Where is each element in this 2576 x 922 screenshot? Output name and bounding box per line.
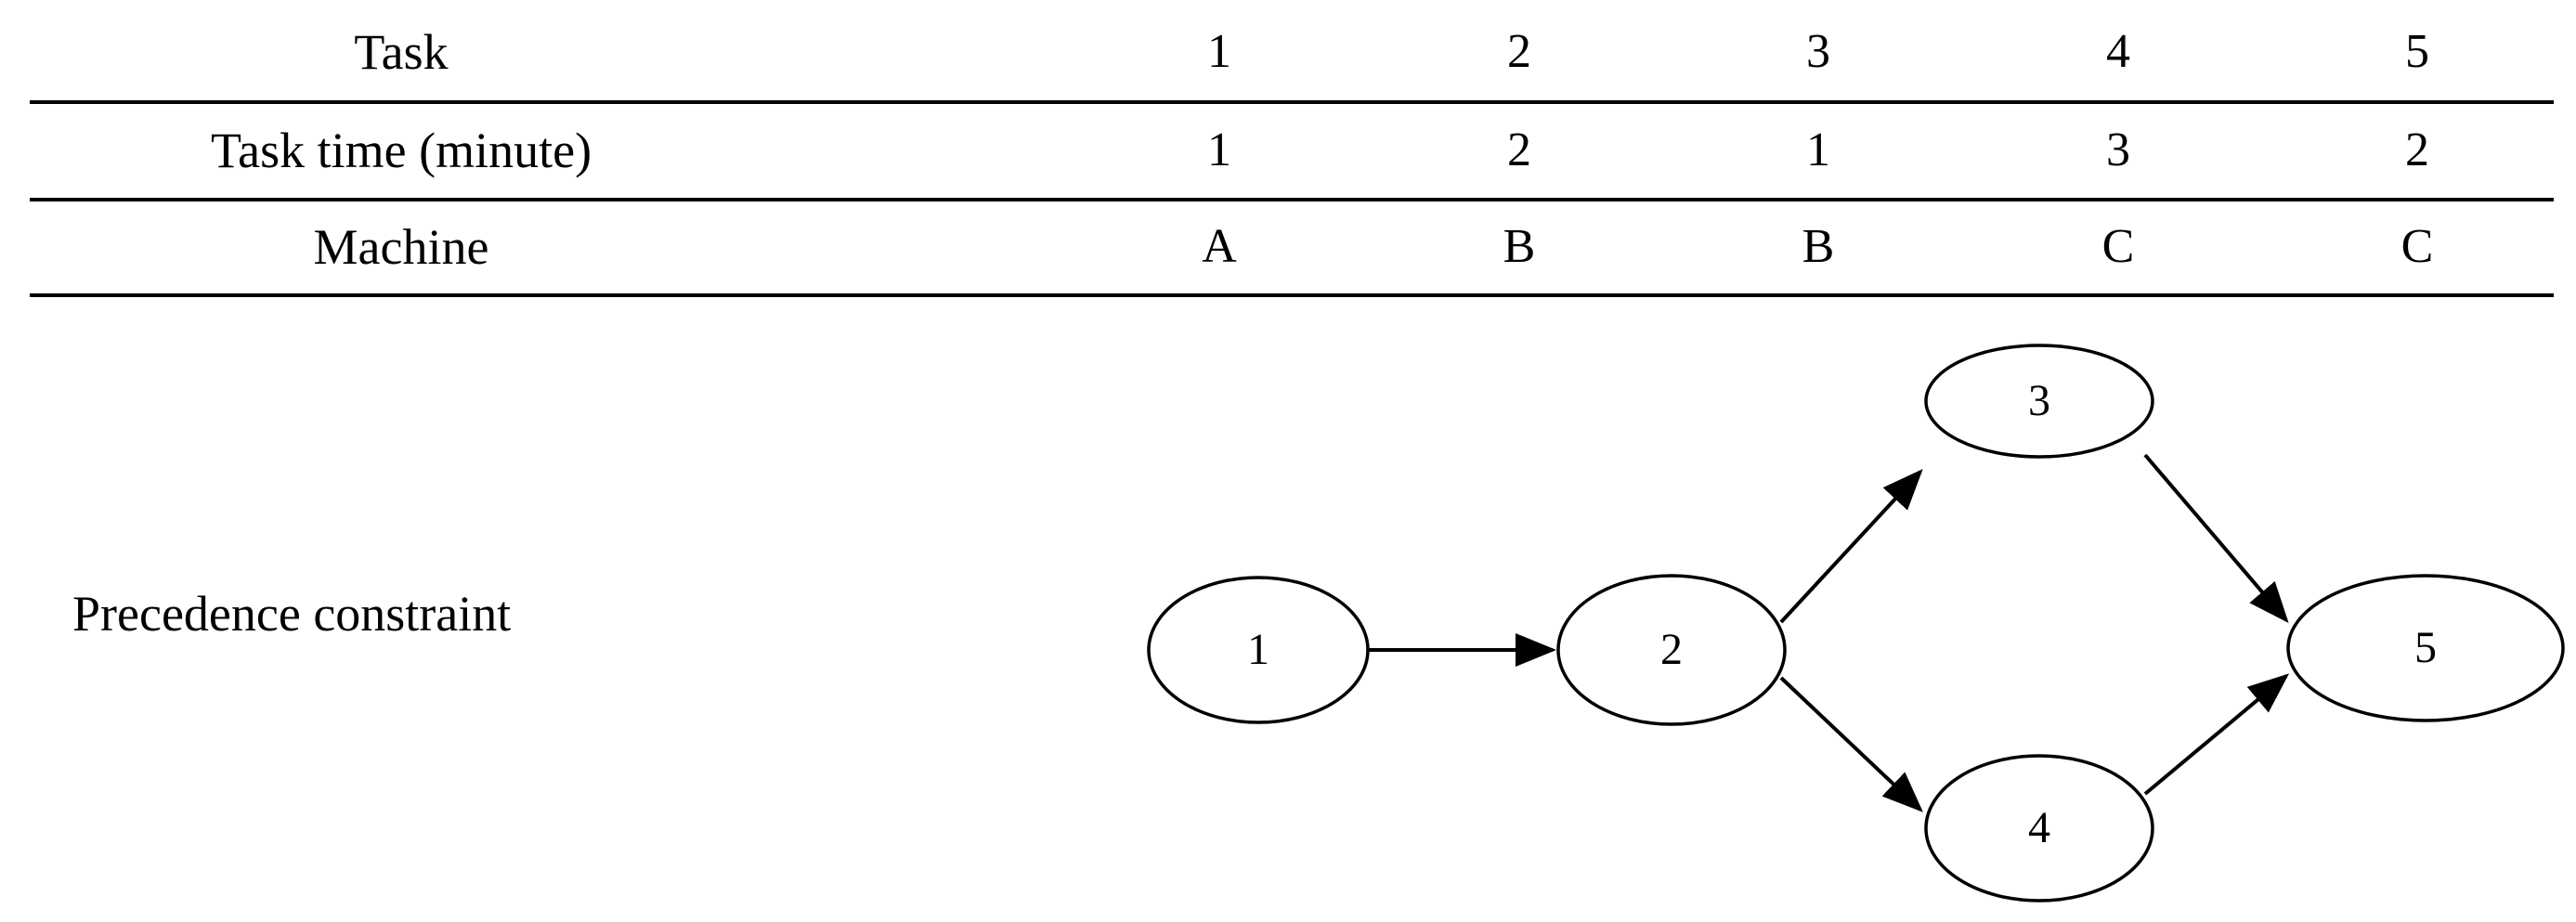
cell-machine-5: C xyxy=(2400,220,2434,273)
graph-node-5[interactable]: 5 xyxy=(2286,574,2565,722)
node-4-label: 4 xyxy=(2028,803,2050,852)
node-5-label: 5 xyxy=(2414,623,2437,672)
graph-edges xyxy=(1368,453,2290,812)
edge-2-to-3 xyxy=(1779,469,1923,624)
table-rule-middle xyxy=(30,198,2554,201)
node-2-ellipse[interactable] xyxy=(1556,574,1787,726)
cell-machine-1: A xyxy=(1202,220,1237,273)
precedence-constraint-label: Precedence constraint xyxy=(72,586,512,642)
cell-task-1: 1 xyxy=(1207,25,1231,78)
node-3-label: 3 xyxy=(2028,376,2050,425)
cell-task-time-4: 3 xyxy=(2106,123,2130,176)
row-header-task: Task xyxy=(354,24,449,80)
node-3-ellipse[interactable] xyxy=(1924,344,2154,459)
edge-2-to-4 xyxy=(1779,676,1923,812)
precedence-constraint-section: Precedence constraint 1 2 3 xyxy=(0,306,2576,922)
cell-machine-3: B xyxy=(1802,220,1835,273)
table-row-task-time: Task time (minute) 1 2 1 3 2 xyxy=(30,102,2554,199)
edge-3-to-5 xyxy=(2143,453,2289,624)
cell-machine-4: C xyxy=(2101,220,2135,273)
node-2-label: 2 xyxy=(1660,625,1683,674)
table-rule-bottom xyxy=(30,293,2554,297)
edge-4-to-5 xyxy=(2143,673,2290,796)
cell-task-time-1: 1 xyxy=(1207,123,1231,176)
cell-task-4: 4 xyxy=(2106,25,2130,78)
row-header-machine: Machine xyxy=(313,219,489,275)
cell-machine-2: B xyxy=(1503,220,1536,273)
cell-task-time-2: 2 xyxy=(1507,123,1531,176)
row-header-task-time: Task time (minute) xyxy=(210,123,592,178)
table-row-machine: Machine A B B C C xyxy=(30,199,2554,295)
graph-node-4[interactable]: 4 xyxy=(1924,754,2154,903)
node-5-ellipse[interactable] xyxy=(2286,574,2565,722)
node-4-ellipse[interactable] xyxy=(1924,754,2154,903)
graph-node-2[interactable]: 2 xyxy=(1556,574,1787,726)
table-row-task: Task 1 2 3 4 5 xyxy=(30,4,2554,100)
cell-task-2: 2 xyxy=(1507,25,1531,78)
cell-task-time-3: 1 xyxy=(1806,123,1830,176)
precedence-graph: 1 2 3 4 5 xyxy=(1147,344,2565,903)
cell-task-5: 5 xyxy=(2405,25,2429,78)
cell-task-3: 3 xyxy=(1806,25,1830,78)
table-rule-top xyxy=(30,100,2554,104)
node-1-ellipse[interactable] xyxy=(1147,576,1370,724)
graph-node-3[interactable]: 3 xyxy=(1924,344,2154,459)
cell-task-time-5: 2 xyxy=(2405,123,2429,176)
graph-node-1[interactable]: 1 xyxy=(1147,576,1370,724)
node-1-label: 1 xyxy=(1247,625,1269,674)
task-specification-table: Task 1 2 3 4 5 Task time (minute) 1 2 1 … xyxy=(30,0,2554,299)
